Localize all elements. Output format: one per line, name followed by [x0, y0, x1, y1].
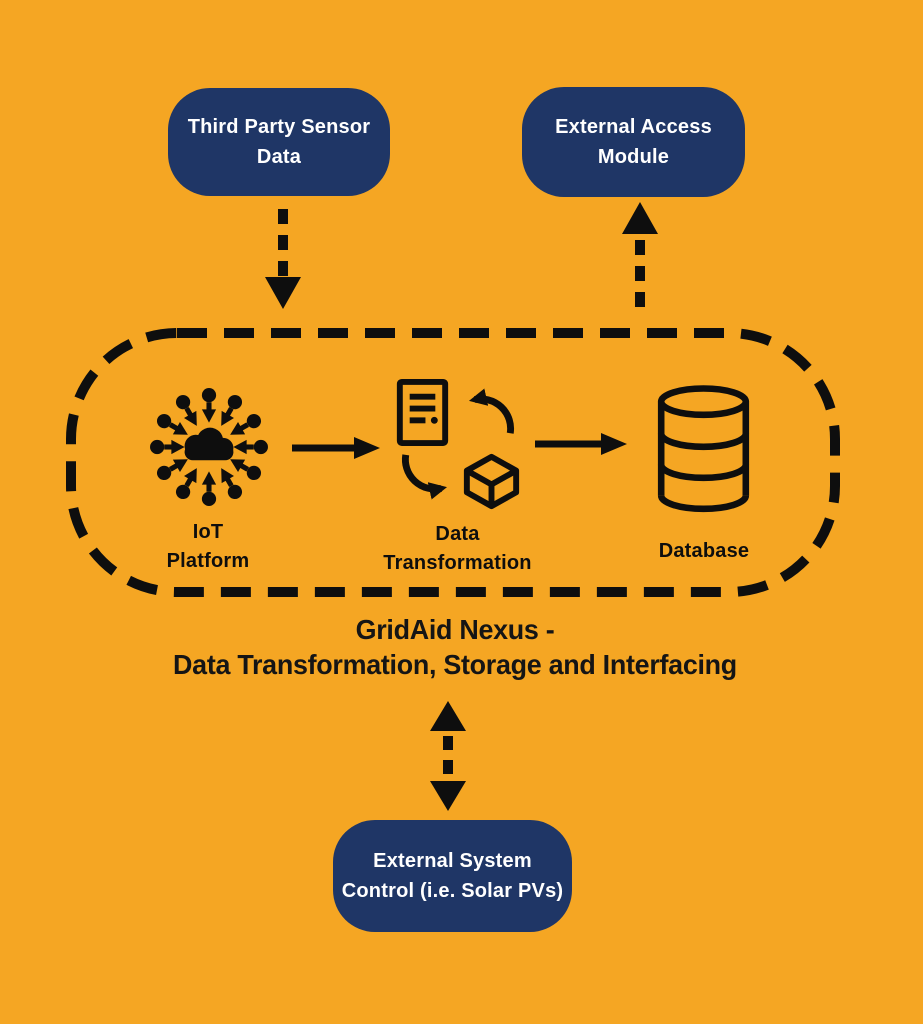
dashed-arrow-down-icon [265, 209, 301, 309]
node-label-line: External System [373, 850, 532, 872]
nexus-dashed-boundary [66, 328, 840, 597]
label-data-transformation: Data Transformation [383, 523, 532, 574]
node-external-access-module: External Access Module [522, 87, 745, 197]
dashed-double-arrow-icon [430, 701, 466, 811]
document-cube-transform-icon [396, 378, 520, 510]
node-label-line: External Access [555, 116, 712, 138]
arrow-right-icon [535, 433, 627, 455]
arrow-right-icon [292, 437, 380, 459]
document-icon [396, 378, 449, 446]
node-label-line: Module [597, 146, 670, 168]
iot-network-cloud-icon [148, 386, 270, 508]
label-iot-platform: IoT Platform [166, 521, 250, 572]
node-third-party-sensor-data: Third Party Sensor Data [168, 88, 390, 196]
node-label-line: Third Party Sensor [187, 116, 371, 138]
cloud-icon [184, 427, 234, 461]
label-database: Database [658, 540, 750, 562]
node-label-line: Data [256, 146, 302, 168]
node-label-line: Control (i.e. Solar PVs) [341, 880, 564, 902]
database-cylinder-icon [657, 385, 750, 513]
node-external-system-control: External System Control (i.e. Solar PVs) [333, 820, 572, 932]
cycle-arrow-lower-icon [401, 454, 448, 500]
cube-icon [463, 453, 520, 510]
nexus-title-line2: Data Transformation, Storage and Interfa… [173, 649, 737, 680]
dashed-arrow-up-icon [622, 202, 658, 314]
cycle-arrow-upper-icon [468, 388, 515, 434]
nexus-title: GridAid Nexus - Data Transformation, Sto… [71, 612, 839, 682]
nexus-title-line1: GridAid Nexus - [355, 614, 555, 645]
